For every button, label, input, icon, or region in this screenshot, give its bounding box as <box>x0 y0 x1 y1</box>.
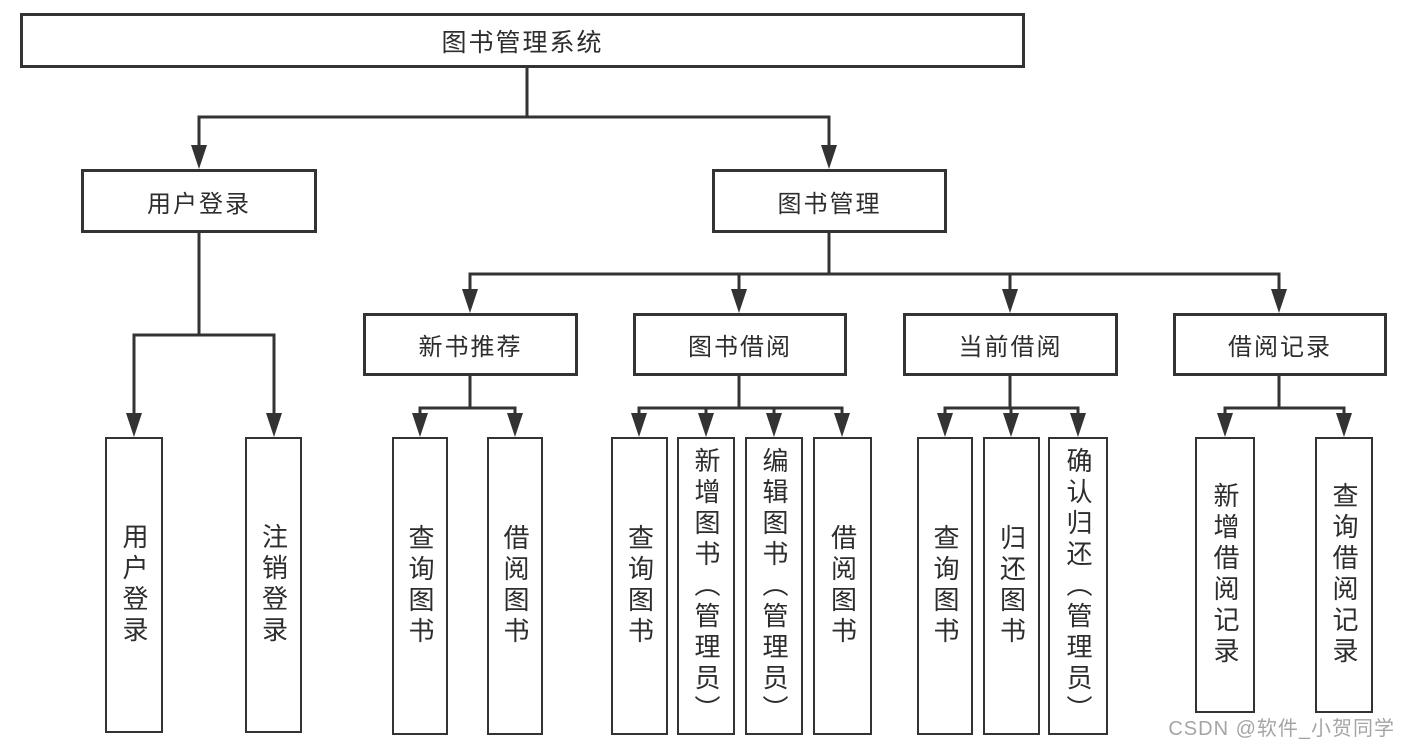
leaf-borrow-books-borrowing: 借阅图书 <box>813 437 872 735</box>
leaf-query-books-recommend: 查询图书 <box>392 437 448 735</box>
leaf-query-books-borrowing: 查询图书 <box>611 437 668 735</box>
leaf-confirm-return-admin: 确认归还（管理员） <box>1048 437 1108 735</box>
watermark: CSDN @软件_小贺同学 <box>1168 718 1395 740</box>
leaf-query-books-current: 查询图书 <box>917 437 973 735</box>
leaf-borrow-books-recommend: 借阅图书 <box>487 437 543 735</box>
leaf-logout-login: 注销登录 <box>245 437 302 733</box>
leaf-return-books: 归还图书 <box>983 437 1040 735</box>
leaf-add-borrow-record: 新增借阅记录 <box>1195 437 1255 713</box>
node-new-book-recommend: 新书推荐 <box>363 313 578 376</box>
node-current-borrowing: 当前借阅 <box>903 313 1118 376</box>
leaf-add-books-admin: 新增图书（管理员） <box>677 437 735 735</box>
leaf-user-login: 用户登录 <box>105 437 163 733</box>
leaf-query-borrow-record: 查询借阅记录 <box>1315 437 1373 713</box>
leaf-edit-books-admin: 编辑图书（管理员） <box>745 437 803 735</box>
arrowheads <box>126 145 1352 437</box>
node-borrowing-records: 借阅记录 <box>1173 313 1387 376</box>
node-book-management: 图书管理 <box>712 169 947 233</box>
node-root: 图书管理系统 <box>20 13 1025 68</box>
node-book-borrowing: 图书借阅 <box>633 313 847 376</box>
node-user-login: 用户登录 <box>81 169 317 233</box>
